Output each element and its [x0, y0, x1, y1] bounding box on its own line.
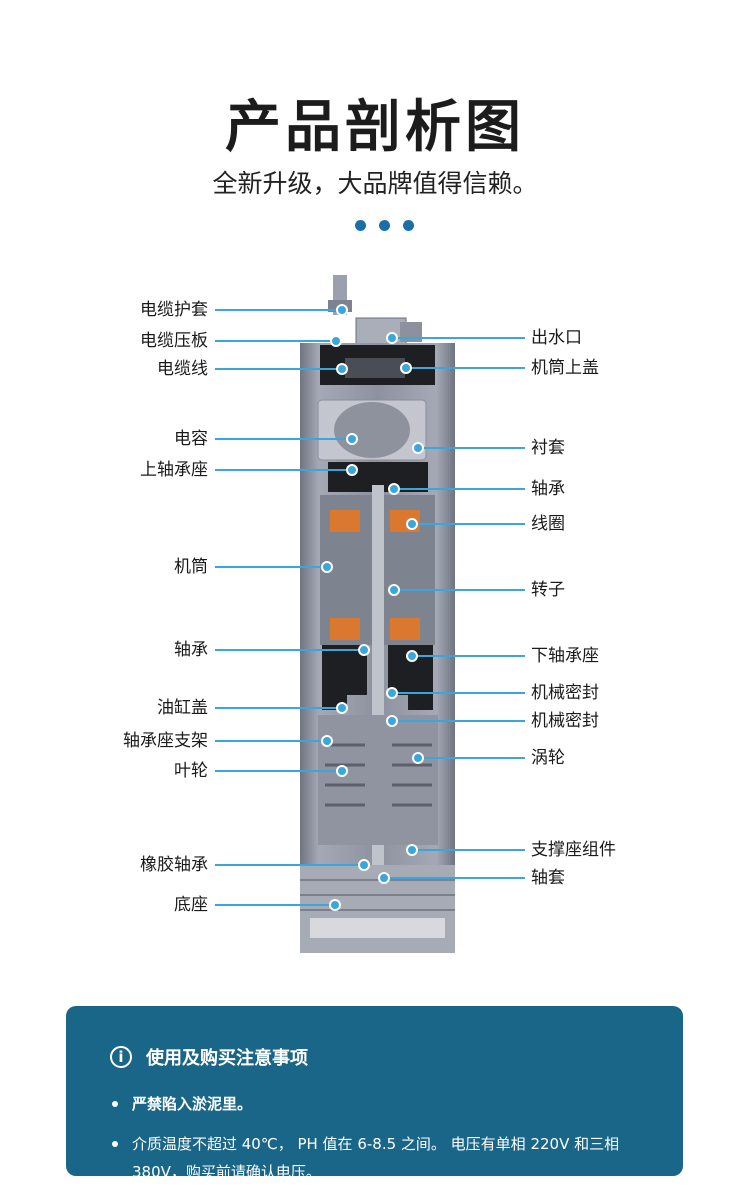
part-label-left-2: 电缆线: [157, 359, 208, 379]
callout-dot-left-7: [336, 702, 348, 714]
part-label-right-10: 支撑座组件: [531, 840, 616, 860]
part-label-right-5: 转子: [531, 580, 565, 600]
coil-left-upper: [330, 510, 360, 532]
part-label-left-11: 底座: [174, 895, 208, 915]
part-label-right-4: 线圈: [531, 514, 565, 534]
part-label-left-5: 机筒: [174, 557, 208, 577]
notice-item: 严禁陷入淤泥里。: [110, 1090, 650, 1118]
part-label-left-3: 电容: [174, 429, 208, 449]
callout-dot-left-2: [336, 363, 348, 375]
callout-dot-right-6: [406, 650, 418, 662]
notice-list: 严禁陷入淤泥里。 介质温度不超过 40℃， PH 值在 6-8.5 之间。 电压…: [110, 1090, 650, 1198]
callout-dot-right-5: [388, 584, 400, 596]
part-label-right-1: 机筒上盖: [531, 358, 599, 378]
callout-dot-right-2: [412, 442, 424, 454]
coil-right-lower: [390, 618, 420, 640]
impeller-blades: [325, 743, 432, 807]
base-screen: [310, 918, 445, 938]
callout-dot-right-4: [406, 518, 418, 530]
part-label-right-2: 衬套: [531, 438, 565, 458]
part-label-left-9: 叶轮: [174, 761, 208, 781]
page-title: 产品剖析图: [225, 95, 525, 160]
part-label-left-7: 油缸盖: [157, 698, 208, 718]
part-label-right-11: 轴套: [531, 868, 565, 888]
part-label-right-3: 轴承: [531, 479, 565, 499]
callout-dot-right-3: [388, 483, 400, 495]
impeller-stack: [318, 715, 438, 845]
part-label-right-6: 下轴承座: [531, 646, 599, 666]
callout-dot-left-10: [358, 859, 370, 871]
part-label-left-0: 电缆护套: [140, 300, 208, 320]
part-label-right-0: 出水口: [531, 328, 582, 348]
callout-dot-left-0: [336, 304, 348, 316]
callouts: [215, 304, 525, 911]
pump-body: [300, 275, 455, 953]
callout-dot-left-9: [336, 765, 348, 777]
part-label-left-8: 轴承座支架: [123, 731, 208, 751]
decorative-dots: [355, 220, 414, 231]
part-label-right-8: 机械密封: [531, 711, 599, 731]
part-label-right-7: 机械密封: [531, 683, 599, 703]
callout-dot-right-10: [406, 844, 418, 856]
part-label-left-6: 轴承: [174, 640, 208, 660]
dot: [379, 220, 390, 231]
part-label-right-9: 涡轮: [531, 748, 565, 768]
callout-dot-right-9: [412, 752, 424, 764]
callout-dot-right-7: [386, 687, 398, 699]
part-label-left-4: 上轴承座: [140, 460, 208, 480]
coil-left-lower: [330, 618, 360, 640]
callout-dot-left-6: [358, 644, 370, 656]
callout-dot-left-8: [321, 735, 333, 747]
part-label-left-1: 电缆压板: [140, 331, 208, 351]
notice-item: 介质温度不超过 40℃， PH 值在 6-8.5 之间。 电压有单相 220V …: [110, 1130, 650, 1186]
callout-dot-right-1: [400, 362, 412, 374]
part-label-left-10: 橡胶轴承: [140, 855, 208, 875]
lower-bearing-seat-left: [322, 645, 367, 710]
callout-dot-right-0: [386, 332, 398, 344]
callout-dot-right-11: [378, 872, 390, 884]
callout-dot-left-3: [346, 433, 358, 445]
notice-header: i 使用及购买注意事项: [110, 1044, 308, 1070]
dot: [403, 220, 414, 231]
pump-cutaway-diagram: [215, 275, 525, 953]
top-cover-detail: [345, 358, 405, 378]
notice-panel: i 使用及购买注意事项 严禁陷入淤泥里。 介质温度不超过 40℃， PH 值在 …: [66, 1006, 683, 1181]
callout-dot-left-5: [321, 561, 333, 573]
callout-dot-left-1: [330, 335, 342, 347]
notice-title: 使用及购买注意事项: [146, 1048, 308, 1069]
info-icon: i: [110, 1046, 132, 1068]
base-ribs: [300, 879, 455, 911]
capacitor-core: [334, 402, 410, 458]
callout-dot-left-4: [346, 464, 358, 476]
dot: [355, 220, 366, 231]
callout-dot-left-11: [329, 899, 341, 911]
callout-dot-right-8: [386, 715, 398, 727]
page-subtitle: 全新升级，大品牌值得信赖。: [212, 169, 538, 198]
